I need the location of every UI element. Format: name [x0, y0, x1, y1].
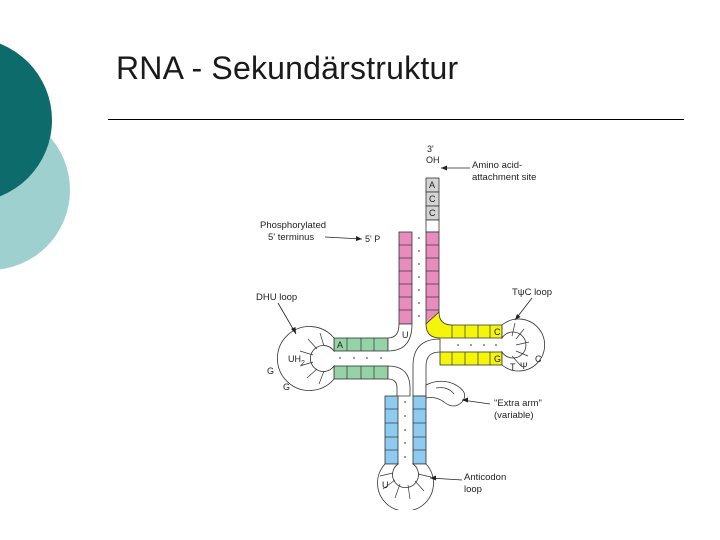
arrow-phosphorylated [324, 236, 363, 240]
dhu-loop [277, 326, 335, 391]
acceptor-right-white [425, 219, 440, 233]
extra-arm-inner [435, 387, 455, 395]
base-anticodon-u: U [382, 480, 389, 490]
tpsic-upper-strand [425, 311, 503, 339]
base-tpsic-c: C [494, 327, 501, 337]
label-anticodon-1: Anticodon [464, 472, 506, 483]
label-amino-acid-2: attachment site [472, 172, 536, 183]
cca-c1: C [429, 194, 436, 204]
oh-label: OH [426, 155, 440, 165]
slide-title: RNA - Sekundärstruktur [116, 50, 459, 86]
base-dhu-g1: G [267, 366, 274, 376]
junction-lower-left [387, 365, 411, 397]
decorative-circles [0, 43, 70, 270]
extra-arm [425, 380, 466, 407]
base-dhu-a: A [337, 340, 343, 350]
label-dhu-loop: DHU loop [256, 292, 297, 303]
tpsic-lower-strand [439, 351, 503, 366]
junction-connector [387, 323, 413, 352]
anticodon-right-strand [412, 395, 427, 465]
dhu-arm [277, 323, 413, 391]
cca-a: A [429, 180, 435, 190]
base-loop-psi: Ψ [520, 361, 528, 371]
base-tpsic-g: G [494, 354, 501, 364]
three-prime-label: 3' [427, 144, 434, 154]
label-phosphorylated-2: 5' terminus [268, 232, 314, 243]
label-anticodon-2: loop [464, 484, 482, 495]
trna-cloverleaf-diagram: 3' OH A C C 5' P UH2 A G G U C G T Ψ C U… [256, 144, 552, 510]
base-loop-c: C [535, 354, 542, 364]
tpsic-loop [501, 318, 546, 372]
title-divider [108, 119, 684, 120]
cca-c2: C [429, 208, 436, 218]
label-tpsic-loop: TψC loop [512, 287, 552, 298]
five-prime-p-label: 5' P [365, 234, 380, 244]
base-dhu-g2: G [283, 382, 290, 392]
base-junction-u: U [402, 330, 409, 340]
anticodon-loop [377, 463, 434, 510]
acceptor-stem [398, 177, 440, 325]
label-extra-arm-2: (variable) [494, 410, 534, 421]
anticodon-left-strand [384, 395, 399, 465]
tpsic-arm [425, 311, 546, 372]
anticodon-arm [377, 395, 434, 510]
decor-dark-circle [0, 43, 52, 197]
label-amino-acid-1: Amino acid- [472, 160, 522, 171]
base-loop-t: T [510, 362, 516, 372]
label-extra-arm-1: "Extra arm" [494, 398, 542, 409]
base-uh2: UH2 [288, 354, 305, 367]
label-phosphorylated-1: Phosphorylated [260, 220, 326, 231]
